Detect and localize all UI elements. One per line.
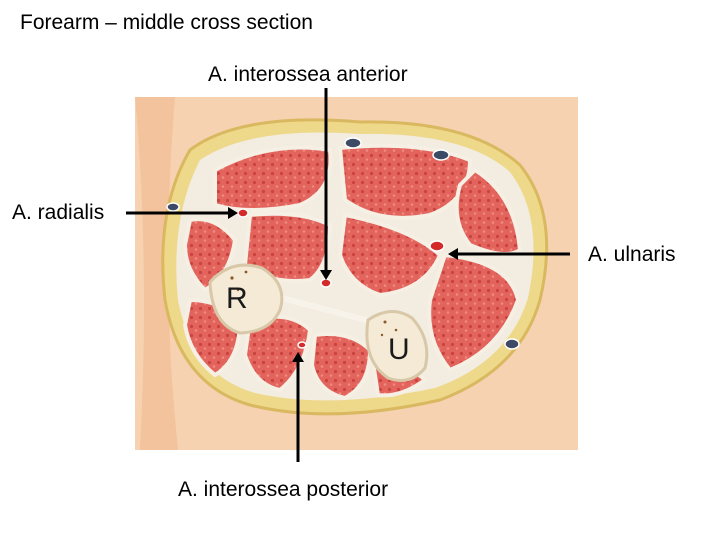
label-ulnaris: A. ulnaris (588, 243, 676, 266)
ulna-bone (365, 310, 429, 382)
interosseous-membrane (269, 292, 386, 328)
radius-bone (208, 263, 284, 335)
vessels (166, 137, 520, 350)
superficial-vein (432, 149, 450, 161)
radius-letter: R (226, 282, 248, 315)
label-radialis: A. radialis (12, 201, 105, 224)
ulna-letter: U (388, 333, 410, 366)
bone-marrow-speckles (230, 270, 398, 337)
superficial-vein (166, 202, 180, 212)
superficial-vein (504, 338, 520, 350)
ulnar-artery-vessel (429, 240, 445, 252)
pointer-lines (126, 88, 570, 462)
anterior-interosseous-vessel (320, 278, 332, 288)
page-title: Forearm – middle cross section (20, 11, 313, 34)
superficial-vein (344, 137, 362, 149)
skin-shading (135, 97, 178, 450)
label-interossea-posterior: A. interossea posterior (178, 478, 389, 501)
posterior-interosseous-vessel (297, 341, 307, 349)
radial-artery-vessel (237, 208, 249, 218)
label-interossea-anterior: A. interossea anterior (208, 63, 408, 86)
